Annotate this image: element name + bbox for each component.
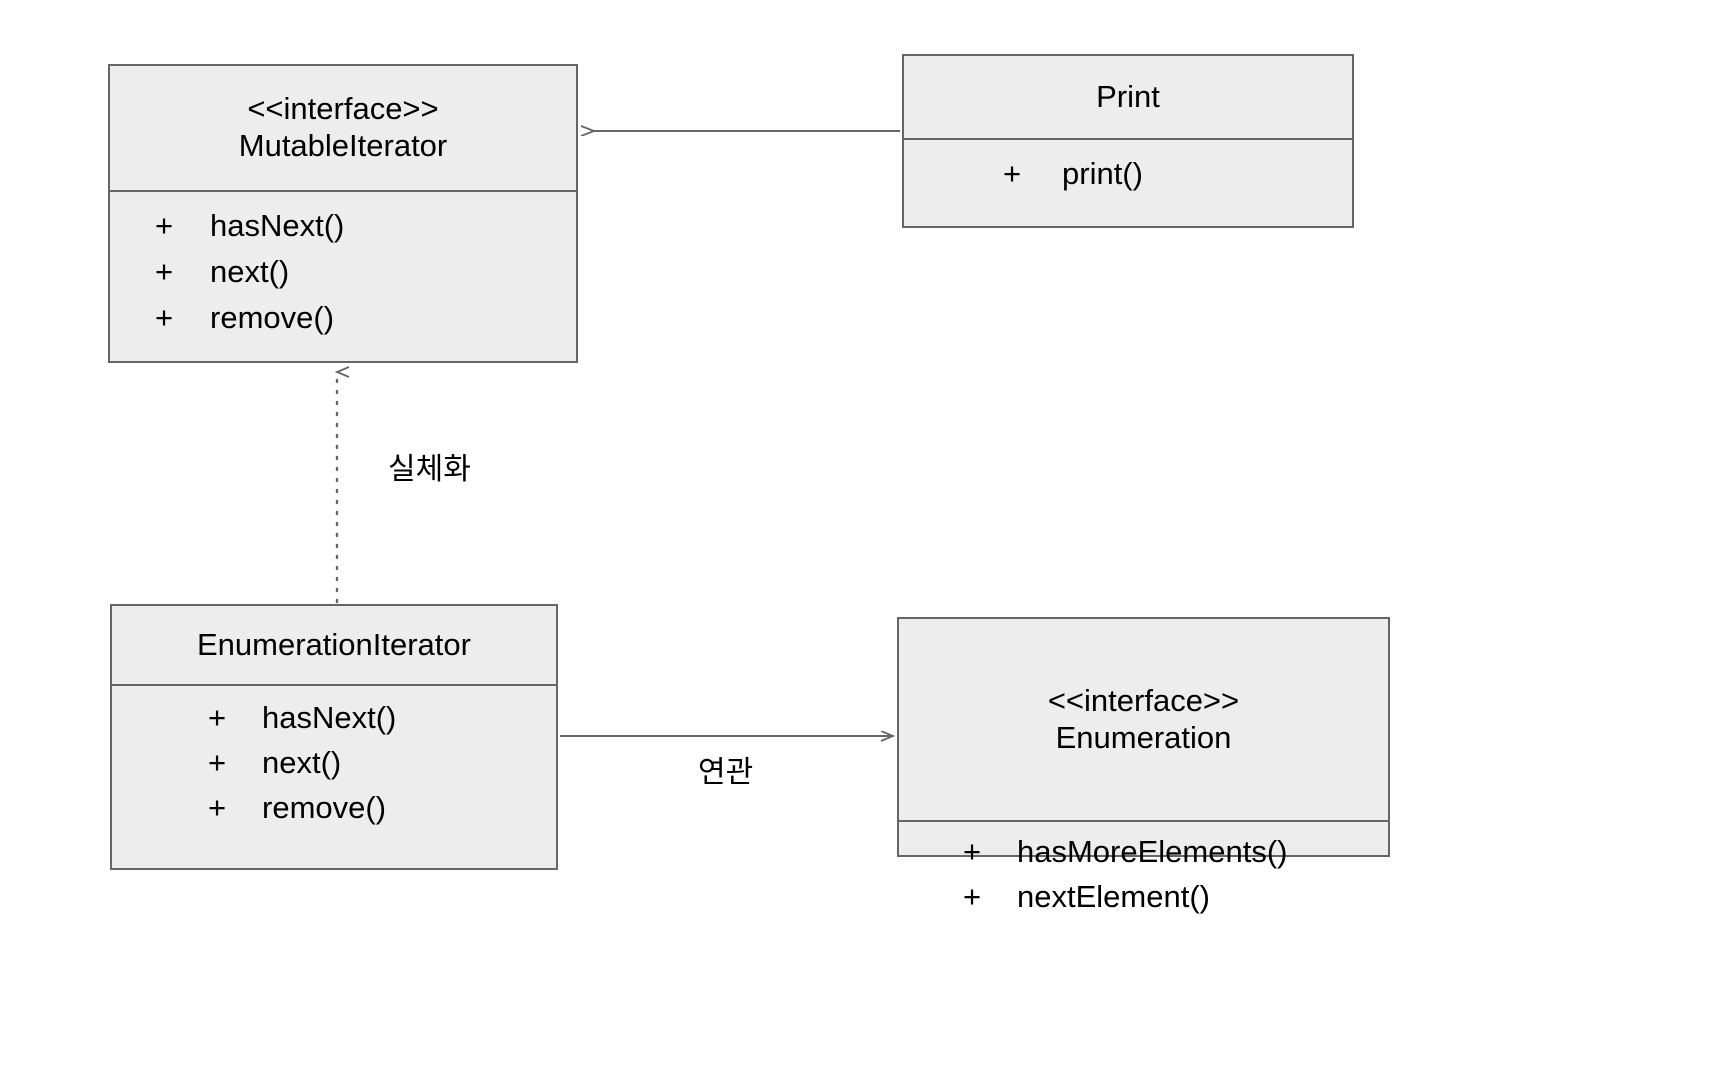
class-name: EnumerationIterator (197, 626, 471, 662)
class-box-print[interactable]: Print + print() (902, 54, 1354, 228)
member-visibility: + (962, 879, 982, 914)
class-header-enumeration: <<interface>> Enumeration (899, 619, 1388, 822)
class-stereotype: <<interface>> (1047, 682, 1240, 718)
member-visibility: + (207, 745, 227, 780)
class-name: MutableIterator (238, 128, 448, 163)
class-member: + hasNext() (112, 700, 556, 745)
class-members-enumerationiterator: + hasNext() + next() + remove() (112, 686, 556, 868)
member-visibility: + (207, 790, 227, 825)
class-member: + next() (110, 254, 576, 300)
member-name: remove() (210, 300, 335, 335)
class-member: + print() (904, 156, 1352, 202)
class-member: + next() (112, 745, 556, 790)
class-name: Enumeration (1055, 719, 1232, 755)
class-members-enumeration: + hasMoreElements() + nextElement() (899, 822, 1388, 924)
member-name: hasNext() (210, 208, 345, 243)
member-visibility: + (154, 208, 174, 243)
member-name: hasNext() (262, 700, 397, 735)
edge-label-realization: 실체화 (388, 453, 471, 486)
member-visibility: + (1002, 156, 1022, 191)
member-visibility: + (207, 700, 227, 735)
class-header-mutableiterator: <<interface>> MutableIterator (110, 66, 576, 192)
member-name: nextElement() (1017, 879, 1210, 914)
class-members-print: + print() (904, 140, 1352, 226)
class-box-enumeration[interactable]: <<interface>> Enumeration + hasMoreEleme… (897, 617, 1390, 914)
member-name: hasMoreElements() (1017, 834, 1288, 869)
class-member: + remove() (112, 790, 556, 835)
class-header-print: Print (904, 56, 1352, 140)
class-member: + nextElement() (899, 879, 1388, 924)
member-visibility: + (154, 300, 174, 335)
member-name: next() (262, 745, 342, 780)
member-visibility: + (154, 254, 174, 289)
member-visibility: + (962, 834, 982, 869)
class-members-mutableiterator: + hasNext() + next() + remove() (110, 192, 576, 361)
class-member: + hasMoreElements() (899, 834, 1388, 879)
class-header-enumerationiterator: EnumerationIterator (112, 606, 556, 686)
class-stereotype: <<interface>> (247, 91, 439, 127)
edge-label-association: 연관 (698, 756, 754, 789)
class-member: + remove() (110, 300, 576, 346)
class-box-enumerationiterator[interactable]: EnumerationIterator + hasNext() + next()… (110, 604, 558, 870)
class-box-mutableiterator[interactable]: <<interface>> MutableIterator + hasNext(… (108, 64, 578, 363)
member-name: remove() (262, 790, 387, 825)
class-member: + hasNext() (110, 208, 576, 254)
class-name: Print (1096, 78, 1160, 114)
member-name: next() (210, 254, 290, 289)
member-name: print() (1062, 156, 1143, 191)
